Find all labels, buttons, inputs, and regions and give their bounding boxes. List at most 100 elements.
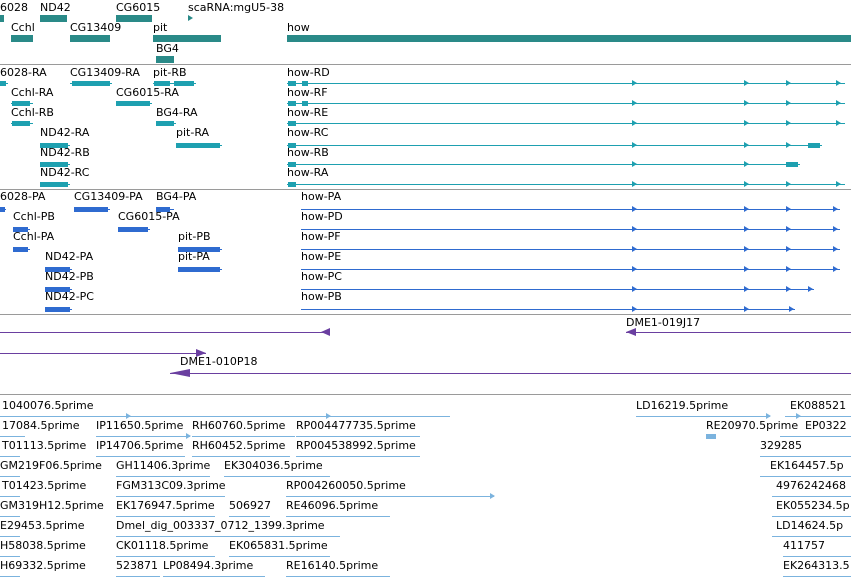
feature-label[interactable]: 6028 <box>0 1 28 14</box>
feature-label[interactable]: GM219F06.5prime <box>0 459 102 472</box>
feature-block[interactable] <box>174 81 194 86</box>
feature-label[interactable]: RE16140.5prime <box>286 559 379 572</box>
feature-line[interactable] <box>0 353 206 354</box>
feature-block[interactable] <box>13 227 28 232</box>
feature-label[interactable]: BG4-PA <box>156 190 197 203</box>
feature-label[interactable]: RE46096.5prime <box>286 499 379 512</box>
feature-line[interactable] <box>636 416 770 417</box>
feature-block[interactable] <box>116 101 150 106</box>
feature-line[interactable] <box>301 249 840 250</box>
feature-block[interactable] <box>12 121 30 126</box>
feature-label[interactable]: pit <box>153 21 168 34</box>
feature-label[interactable]: EK176947.5prime <box>116 499 215 512</box>
feature-line[interactable] <box>0 576 20 577</box>
feature-block[interactable] <box>74 207 108 212</box>
feature-block[interactable] <box>178 247 220 252</box>
feature-line[interactable] <box>116 556 215 557</box>
feature-line[interactable] <box>116 476 210 477</box>
feature-block[interactable] <box>156 121 174 126</box>
feature-line[interactable] <box>287 184 845 185</box>
feature-label[interactable]: ND42-PA <box>45 250 94 263</box>
feature-label[interactable]: 523871 <box>116 559 158 572</box>
feature-line[interactable] <box>287 83 845 84</box>
feature-line[interactable] <box>170 373 851 374</box>
feature-line[interactable] <box>286 516 390 517</box>
feature-line[interactable] <box>0 556 20 557</box>
feature-label[interactable]: IP14706.5prime <box>96 439 184 452</box>
feature-label[interactable]: how-RF <box>287 86 328 99</box>
feature-label[interactable]: T01113.5prime <box>2 439 87 452</box>
feature-label[interactable]: Cchl-PA <box>13 230 55 243</box>
feature-label[interactable]: 329285 <box>760 439 802 452</box>
feature-label[interactable]: 1040076.5prime <box>2 399 94 412</box>
feature-block[interactable] <box>153 35 221 42</box>
feature-label[interactable]: Cchl <box>11 21 35 34</box>
feature-block[interactable] <box>40 15 67 22</box>
feature-block[interactable] <box>12 101 30 106</box>
feature-label[interactable]: EK055234.5p <box>776 499 850 512</box>
feature-block[interactable] <box>13 247 28 252</box>
feature-line[interactable] <box>772 496 851 497</box>
feature-line[interactable] <box>301 209 840 210</box>
feature-block[interactable] <box>40 182 68 187</box>
feature-line[interactable] <box>287 103 845 104</box>
feature-label[interactable]: Cchl-RA <box>11 86 54 99</box>
feature-label[interactable]: how-PF <box>301 230 341 243</box>
feature-line[interactable] <box>0 496 20 497</box>
feature-line[interactable] <box>0 456 20 457</box>
feature-label[interactable]: H69332.5prime <box>0 559 86 572</box>
feature-label[interactable]: Cchl-RB <box>11 106 54 119</box>
feature-block[interactable] <box>288 81 296 86</box>
feature-line[interactable] <box>301 309 795 310</box>
feature-label[interactable]: Dmel_dig_003337_0712_1399.3prime <box>116 519 325 532</box>
feature-label[interactable]: EK088521 <box>790 399 847 412</box>
feature-block[interactable] <box>45 287 70 292</box>
feature-line[interactable] <box>192 436 295 437</box>
feature-line[interactable] <box>301 269 840 270</box>
feature-line[interactable] <box>0 332 330 333</box>
feature-label[interactable]: DME1-019J17 <box>626 316 701 329</box>
feature-label[interactable]: EP0322 <box>805 419 847 432</box>
feature-label[interactable]: how-PA <box>301 190 342 203</box>
feature-block[interactable] <box>786 162 798 167</box>
feature-label[interactable]: RE20970.5prime <box>706 419 799 432</box>
feature-label[interactable]: Cchl-PB <box>13 210 55 223</box>
feature-block[interactable] <box>288 121 296 126</box>
feature-label[interactable]: how-PD <box>301 210 343 223</box>
feature-line[interactable] <box>0 536 20 537</box>
feature-block[interactable] <box>0 15 4 22</box>
feature-line[interactable] <box>0 476 20 477</box>
feature-label[interactable]: CG13409-RA <box>70 66 140 79</box>
feature-line[interactable] <box>116 516 215 517</box>
feature-label[interactable]: E29453.5prime <box>0 519 85 532</box>
feature-label[interactable]: CG6015-RA <box>116 86 179 99</box>
feature-label[interactable]: how-RC <box>287 126 329 139</box>
feature-label[interactable]: 6028-RA <box>0 66 47 79</box>
feature-line[interactable] <box>0 436 25 437</box>
feature-label[interactable]: pit-RB <box>153 66 187 79</box>
feature-line[interactable] <box>116 536 340 537</box>
feature-block[interactable] <box>176 143 220 148</box>
feature-block[interactable] <box>72 81 110 86</box>
feature-line[interactable] <box>785 416 851 417</box>
feature-line[interactable] <box>286 496 494 497</box>
feature-line[interactable] <box>287 145 822 146</box>
feature-block[interactable] <box>288 162 296 167</box>
feature-label[interactable]: how-RE <box>287 106 329 119</box>
feature-label[interactable]: 411757 <box>783 539 825 552</box>
feature-line[interactable] <box>783 576 851 577</box>
feature-line[interactable] <box>286 576 390 577</box>
feature-label[interactable]: ND42-RB <box>40 146 90 159</box>
feature-label[interactable]: how-PB <box>301 290 342 303</box>
feature-block[interactable] <box>70 35 110 42</box>
feature-label[interactable]: how-PC <box>301 270 342 283</box>
feature-label[interactable]: ND42-RC <box>40 166 90 179</box>
feature-block[interactable] <box>118 227 148 232</box>
feature-label[interactable]: CG6015-PA <box>118 210 180 223</box>
feature-label[interactable]: T01423.5prime <box>2 479 87 492</box>
feature-block[interactable] <box>0 81 6 86</box>
feature-label[interactable]: GM319H12.5prime <box>0 499 104 512</box>
feature-label[interactable]: LD16219.5prime <box>636 399 729 412</box>
feature-label[interactable]: how <box>287 21 310 34</box>
